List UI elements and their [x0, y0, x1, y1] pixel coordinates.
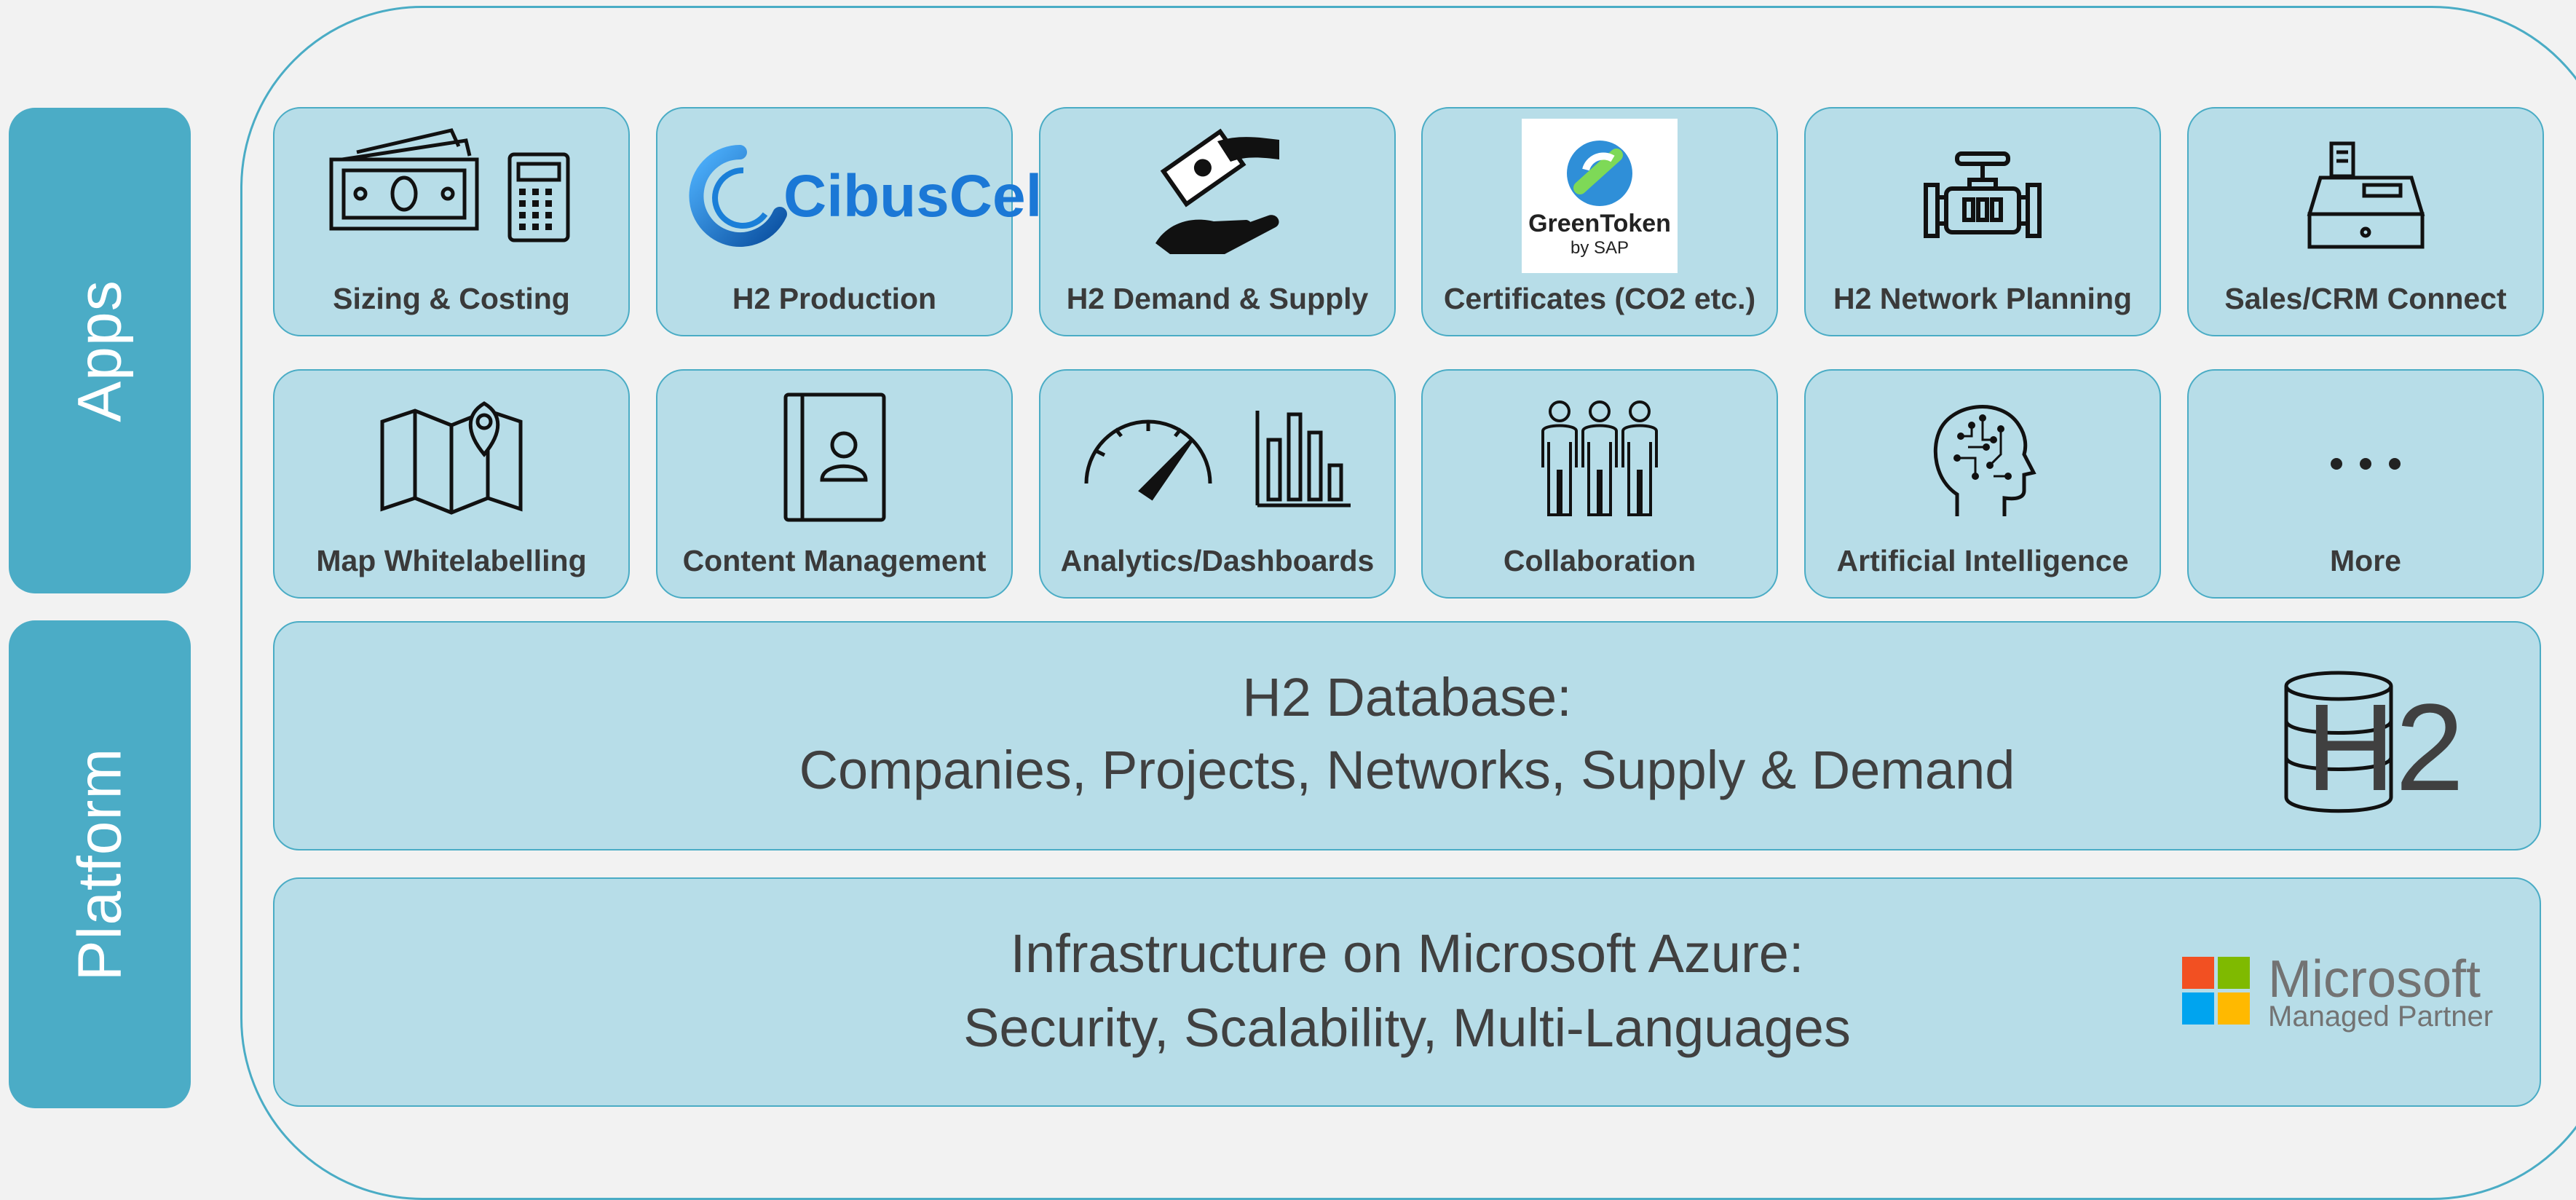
app-tile-certificates[interactable]: GreenToken by SAP Certificates (CO2 etc.…: [1421, 107, 1778, 336]
apps-label: Apps: [65, 279, 134, 422]
platform-label: Platform: [65, 747, 134, 982]
app-label: H2 Demand & Supply: [1066, 282, 1369, 315]
database-subtitle: Companies, Projects, Networks, Supply & …: [799, 740, 2015, 800]
microsoft-text: Microsoft: [2268, 950, 2481, 1008]
greentoken-logo: GreenToken by SAP: [1423, 119, 1777, 273]
app-tile-analytics[interactable]: Analytics/Dashboards: [1039, 369, 1396, 599]
ai-head-icon: [1806, 385, 2160, 531]
cash-register-icon: [2189, 123, 2543, 269]
app-tile-sizing-costing[interactable]: Sizing & Costing: [273, 107, 630, 336]
app-tile-more[interactable]: More: [2187, 369, 2544, 599]
cibuscell-text: CibusCell: [783, 163, 1059, 229]
hand-money-icon: [1040, 123, 1394, 269]
pipe-valve-icon: [1806, 123, 2160, 269]
greentoken-text: GreenToken: [1528, 210, 1671, 237]
infrastructure-subtitle: Security, Scalability, Multi-Languages: [963, 998, 1851, 1058]
app-label: Collaboration: [1503, 544, 1696, 577]
app-tile-ai[interactable]: Artificial Intelligence: [1804, 369, 2161, 599]
app-tile-map-whitelabelling[interactable]: Map Whitelabelling: [273, 369, 630, 599]
database-title: H2 Database:: [1242, 667, 1572, 727]
app-tile-h2-production[interactable]: CibusCell H2 Production: [656, 107, 1059, 336]
app-label: Sales/CRM Connect: [2224, 282, 2507, 315]
people-group-icon: [1423, 385, 1777, 531]
infrastructure-title: Infrastructure on Microsoft Azure:: [1010, 923, 1804, 984]
apps-side-label: Apps: [9, 108, 191, 593]
database-h2-text: H2: [2306, 679, 2464, 817]
gauge-chart-icon: [1040, 385, 1394, 531]
platform-side-label: Platform: [9, 620, 191, 1108]
database-icon: H2: [2284, 670, 2464, 819]
app-label: Map Whitelabelling: [316, 544, 587, 577]
microsoft-sub-text: Managed Partner: [2268, 1000, 2493, 1033]
app-label: Certificates (CO2 etc.): [1443, 282, 1756, 315]
money-calculator-icon: [274, 123, 628, 269]
app-tile-sales-crm[interactable]: Sales/CRM Connect: [2187, 107, 2544, 336]
contact-book-icon: [657, 385, 1011, 531]
app-tile-network-planning[interactable]: H2 Network Planning: [1804, 107, 2161, 336]
app-label: H2 Production: [732, 282, 937, 315]
database-band: H2 Database: Companies, Projects, Networ…: [273, 621, 2541, 850]
cibuscell-logo: CibusCell: [657, 123, 1059, 269]
app-tile-collaboration[interactable]: Collaboration: [1421, 369, 1778, 599]
app-label: Content Management: [682, 544, 987, 577]
infrastructure-band: Infrastructure on Microsoft Azure: Secur…: [273, 877, 2541, 1107]
app-tile-content-management[interactable]: Content Management: [656, 369, 1013, 599]
app-label: Artificial Intelligence: [1836, 544, 2129, 577]
ellipsis-icon: [2189, 385, 2543, 531]
app-label: H2 Network Planning: [1833, 282, 2133, 315]
map-pin-icon: [274, 385, 628, 531]
app-label: Analytics/Dashboards: [1060, 544, 1375, 577]
microsoft-partner-logo: Microsoft Managed Partner: [2182, 950, 2502, 1037]
greentoken-sub: by SAP: [1571, 238, 1629, 258]
app-label: Sizing & Costing: [333, 282, 570, 315]
app-tile-h2-demand-supply[interactable]: H2 Demand & Supply: [1039, 107, 1396, 336]
app-label: More: [2330, 544, 2401, 577]
